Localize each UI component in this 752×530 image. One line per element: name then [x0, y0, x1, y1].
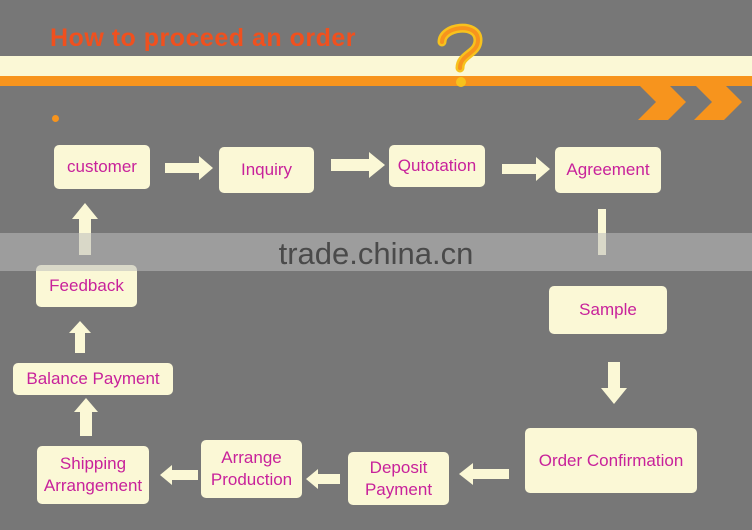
- step-agreement: Agreement: [555, 147, 661, 193]
- step-balance-payment-label: Balance Payment: [26, 369, 160, 388]
- arrow-right-icon: [502, 157, 550, 181]
- step-arrange-production-line2: Production: [210, 470, 293, 489]
- step-deposit-payment-line1: Deposit: [369, 457, 428, 477]
- step-customer: customer: [54, 145, 150, 189]
- step-sample: Sample: [549, 286, 667, 334]
- step-order-confirmation-label: Order Confirmation: [538, 450, 684, 470]
- page-title: How to proceed an order: [50, 24, 356, 52]
- step-quotation-label: Qutotation: [397, 156, 477, 175]
- arrow-down-icon: [601, 362, 627, 404]
- watermark-band: [0, 233, 752, 271]
- step-agreement-label: Agreement: [566, 160, 650, 179]
- bullet-dot: [52, 115, 59, 122]
- arrow-up-icon: [69, 321, 91, 353]
- step-customer-label: customer: [67, 157, 137, 176]
- watermark-text: trade.china.cn: [278, 236, 474, 271]
- step-shipping-arrangement-line1: Shipping: [59, 454, 127, 473]
- question-mark-icon: [437, 23, 483, 87]
- arrow-right-icon: [165, 156, 213, 180]
- step-arrange-production: Arrange Production: [201, 440, 302, 498]
- step-shipping-arrangement: Shipping Arrangement: [37, 446, 149, 504]
- header-band-cream: [0, 56, 752, 76]
- arrow-right-icon: [331, 152, 385, 178]
- arrow-up-icon: [74, 398, 98, 436]
- step-order-confirmation: Order Confirmation: [525, 428, 697, 493]
- step-inquiry: Inquiry: [219, 147, 314, 193]
- header-band-orange: [0, 76, 752, 86]
- arrow-left-icon: [306, 469, 340, 489]
- arrow-up-icon: [72, 203, 98, 255]
- step-feedback: Feedback: [36, 265, 137, 307]
- chevrons-decoration: [638, 84, 742, 120]
- arrow-down-line-icon: [598, 209, 606, 255]
- step-feedback-label: Feedback: [49, 276, 124, 295]
- step-inquiry-label: Inquiry: [240, 160, 293, 179]
- step-deposit-payment-line2: Payment: [364, 479, 433, 499]
- step-arrange-production-line1: Arrange: [221, 448, 282, 467]
- step-quotation: Qutotation: [389, 145, 485, 187]
- step-shipping-arrangement-line2: Arrangement: [43, 476, 143, 495]
- step-deposit-payment: Deposit Payment: [348, 452, 449, 505]
- arrow-left-icon: [160, 465, 198, 485]
- step-sample-label: Sample: [579, 300, 637, 319]
- arrow-left-icon: [459, 463, 509, 485]
- step-balance-payment: Balance Payment: [13, 363, 173, 395]
